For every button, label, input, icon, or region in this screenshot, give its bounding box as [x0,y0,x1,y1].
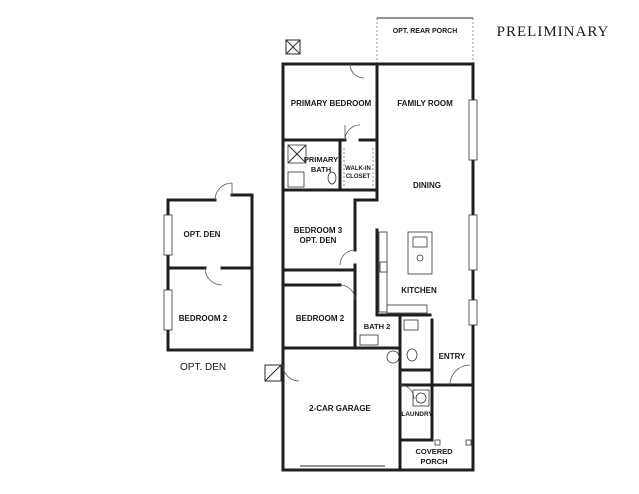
label-opt-rear-porch: OPT. REAR PORCH [393,28,458,35]
label-entry: ENTRY [439,352,466,361]
preliminary-stamp: PRELIMINARY [497,24,610,40]
alt-layout-caption: OPT. DEN [180,362,226,373]
exterior-walls [281,62,475,472]
label-alt-opt-den: OPT. DEN [184,230,221,239]
label-covered-porch-2: PORCH [420,457,447,466]
fixtures [264,144,433,407]
opt-rear-porch-outline [376,17,474,64]
label-walk-in-closet-1: WALK-IN [345,166,371,172]
label-bath-2: BATH 2 [364,322,391,331]
label-bedroom-2: BEDROOM 2 [296,314,345,323]
interior-walls [281,62,475,442]
porch-posts [434,439,472,446]
label-primary-bedroom: PRIMARY BEDROOM [291,99,372,108]
label-family-room: FAMILY ROOM [397,99,453,108]
label-walk-in-closet-2: CLOSET [346,174,371,180]
label-primary-bath-1: PRIMARY [304,155,338,164]
label-laundry: LAUNDRY [401,411,433,418]
label-dining: DINING [413,181,441,190]
vent-symbol [285,39,301,55]
label-bedroom-3: BEDROOM 3 [294,226,343,235]
label-primary-bath-2: BATH [311,165,331,174]
doors [282,63,471,400]
label-garage: 2-CAR GARAGE [309,404,371,413]
alt-layout [163,182,254,352]
label-covered-porch-1: COVERED [415,447,453,456]
label-kitchen: KITCHEN [401,286,437,295]
windows-right [468,99,478,326]
label-alt-bedroom-2: BEDROOM 2 [179,314,228,323]
label-bedroom-3-opt-den: OPT. DEN [300,236,337,245]
